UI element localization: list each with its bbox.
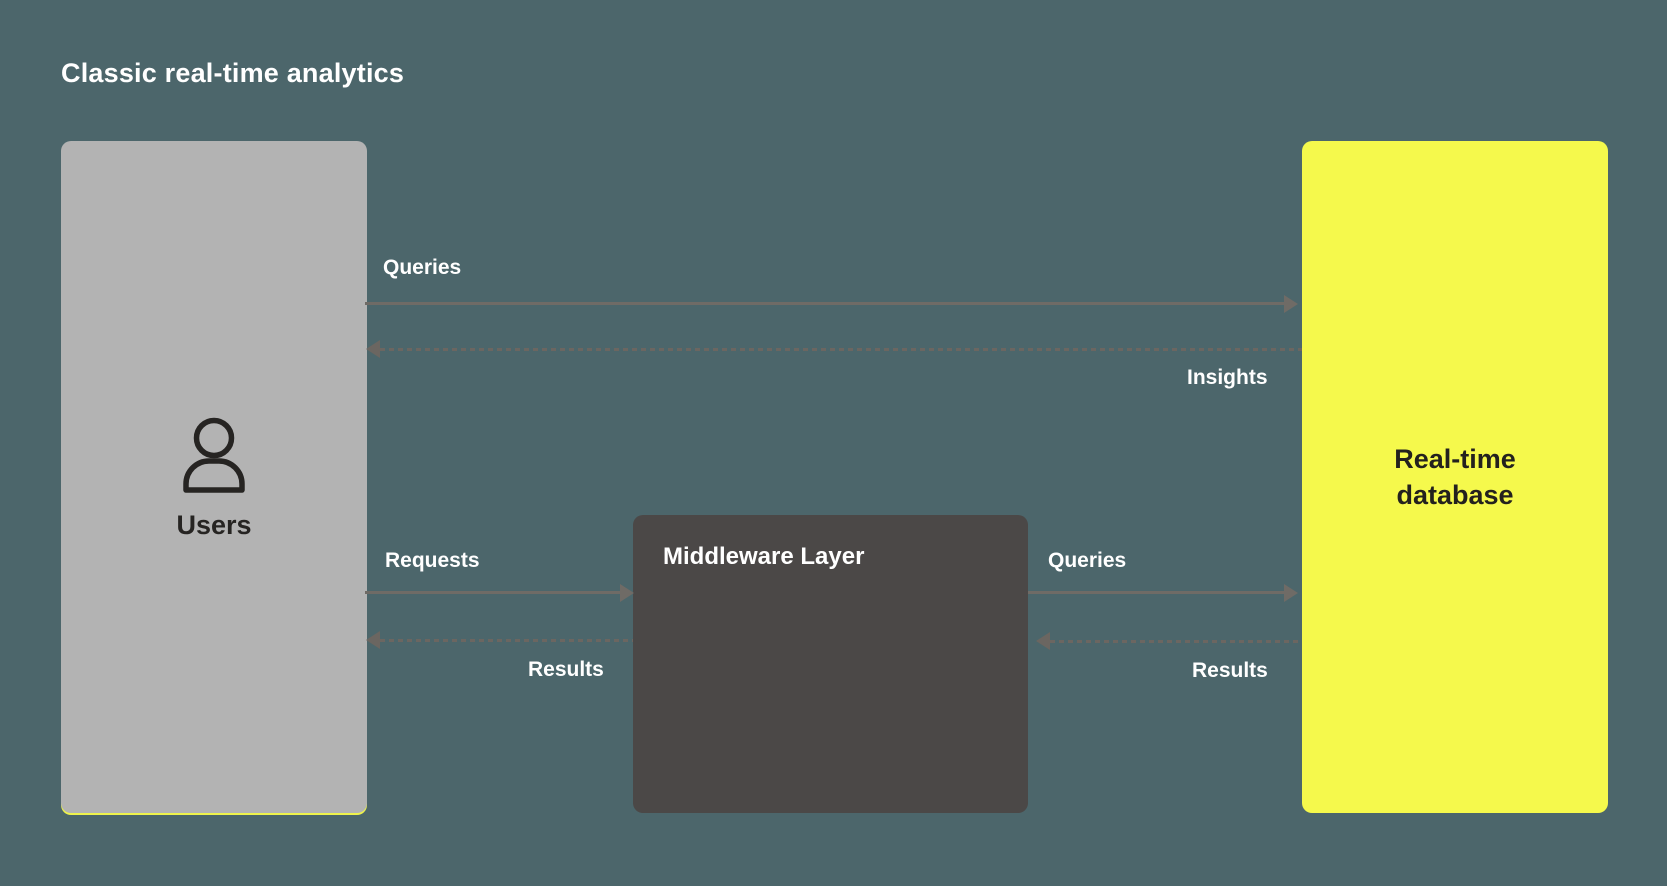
arrow-label-results-left: Results [528,658,604,681]
arrow-label-requests: Requests [385,549,480,572]
arrow-results-middleware-to-users [380,639,633,642]
arrow-queries-middleware-to-database [1028,591,1284,594]
arrowhead-left-icon [366,340,380,358]
arrow-label-results-right: Results [1192,659,1268,682]
arrow-queries-users-to-database [365,302,1285,305]
arrowhead-right-icon [1284,584,1298,602]
arrowhead-right-icon [620,584,634,602]
arrow-label-queries-top: Queries [383,256,462,279]
arrowhead-left-icon [366,631,380,649]
arrowhead-right-icon [1284,295,1298,313]
database-label: Real-time database [1394,443,1516,510]
users-label: Users [176,509,252,540]
arrow-label-queries-right: Queries [1048,549,1127,572]
arrow-results-database-to-middleware [1050,640,1302,643]
middleware-label: Middleware Layer [663,543,865,570]
arrow-insights-database-to-users [380,348,1302,351]
arrow-label-insights: Insights [1187,366,1268,389]
page-title: Classic real-time analytics [61,58,405,88]
node-middleware: Middleware Layer [633,515,1028,813]
arrowhead-left-icon [1036,632,1050,650]
arrow-requests-users-to-middleware [365,591,621,594]
node-users: Users [61,141,367,813]
user-icon [177,414,251,496]
node-database: Real-time database [1302,141,1608,813]
